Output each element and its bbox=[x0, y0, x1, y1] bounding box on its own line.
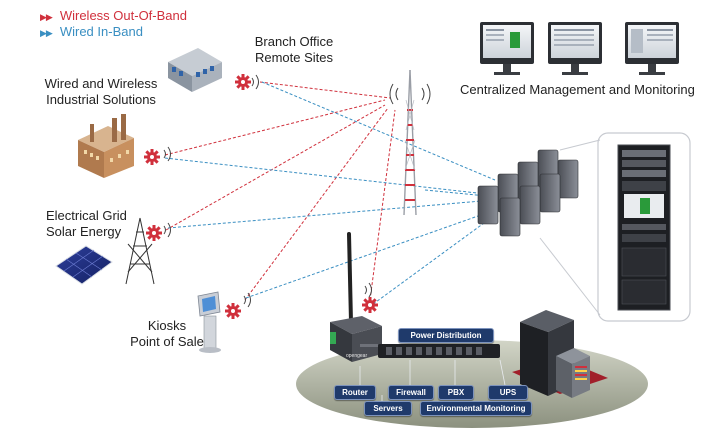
legend-wireless-label: Wireless Out-Of-Band bbox=[59, 8, 187, 23]
double-arrow-icon: ▶▶ bbox=[40, 28, 53, 38]
firewall-button[interactable]: Firewall bbox=[388, 385, 434, 400]
legend-wireless: ▶▶ Wireless Out-Of-Band bbox=[40, 8, 187, 25]
server-cluster-icon bbox=[477, 149, 579, 237]
rack-callout bbox=[597, 132, 691, 322]
pbx-button[interactable]: PBX bbox=[438, 385, 474, 400]
legend-wired-label: Wired In-Band bbox=[59, 24, 143, 39]
ups-button[interactable]: UPS bbox=[488, 385, 528, 400]
device-brand-label: opengear bbox=[346, 353, 367, 359]
kiosk-icon bbox=[197, 291, 221, 353]
legend-wired: ▶▶ Wired In-Band bbox=[40, 24, 143, 41]
callout-lines bbox=[539, 139, 601, 316]
console-server-device-icon bbox=[330, 232, 382, 362]
industrial-label: Wired and Wireless Industrial Solutions bbox=[44, 76, 158, 107]
branch-office-building-icon bbox=[168, 48, 222, 92]
power-distribution-button[interactable]: Power Distribution bbox=[398, 328, 494, 343]
wired-links bbox=[164, 81, 498, 311]
server-rack-icon bbox=[512, 310, 608, 398]
kiosk-label: Kiosks Point of Sale bbox=[130, 318, 204, 349]
power-strip-icon bbox=[378, 344, 500, 358]
servers-button[interactable]: Servers bbox=[364, 401, 412, 416]
solar-panel-icon bbox=[55, 245, 113, 285]
environmental-monitoring-button[interactable]: Environmental Monitoring bbox=[420, 401, 532, 416]
gear-icons bbox=[144, 74, 378, 319]
signal-arcs bbox=[163, 74, 431, 308]
central-management-label: Centralized Management and Monitoring bbox=[460, 82, 695, 97]
platform-links bbox=[359, 359, 506, 402]
monitor-icons bbox=[480, 22, 679, 75]
transmission-tower-icon bbox=[125, 217, 155, 285]
wireless-links bbox=[164, 81, 396, 301]
router-button[interactable]: Router bbox=[334, 385, 376, 400]
branch-office-label: Branch Office Remote Sites bbox=[254, 34, 334, 65]
double-arrow-icon: ▶▶ bbox=[40, 12, 53, 22]
electrical-grid-label: Electrical Grid Solar Energy bbox=[46, 208, 127, 239]
factory-icon bbox=[78, 114, 134, 178]
radio-tower-icon bbox=[403, 69, 417, 216]
